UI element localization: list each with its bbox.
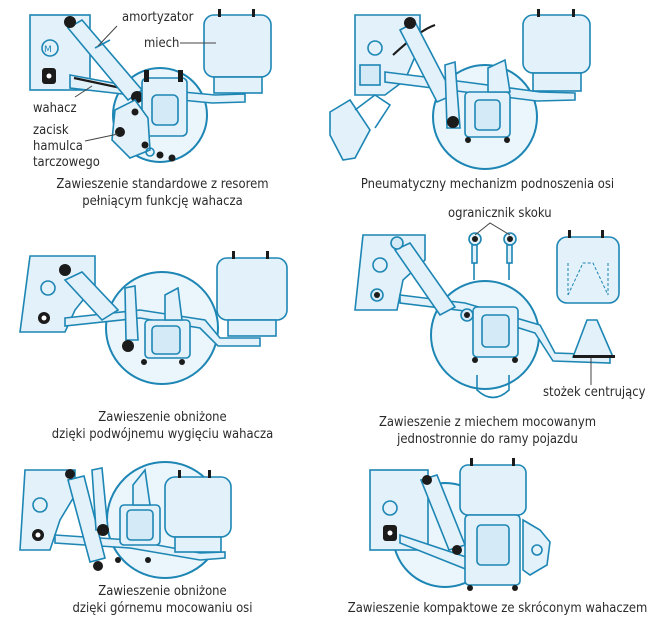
trailing-arm (64, 309, 261, 347)
caption-double-bend-line2: dzięki podwójnemu wygięciu wahacza (51, 426, 274, 442)
label-travel-limiter: ogranicznik skoku (448, 205, 552, 221)
disc-brake-caliper (111, 98, 176, 162)
caption-lift-axle: Pneumatyczny mechanizm podnoszenia osi (360, 176, 615, 192)
label-brake-caliper-line2: hamulca (33, 138, 83, 154)
air-spring-bellows (164, 470, 232, 553)
travel-limiter-right (503, 232, 517, 280)
caption-one-side-bag-line2: jednostronnie do ramy pojazdu (397, 431, 578, 447)
lift-lever (444, 60, 461, 129)
axle-clamp (115, 468, 161, 563)
panel-double-bend: Zawieszenie obniżone dzięki podwójnemu w… (0, 210, 325, 450)
air-spring-bellows (522, 9, 591, 92)
axle-clamp (464, 514, 521, 591)
panel-standard-suspension: M (0, 0, 325, 210)
caption-double-bend-line1: Zawieszenie obniżone (98, 409, 227, 425)
lever-arm (91, 467, 109, 536)
caption-top-mount-line1: Zawieszenie obniżone (98, 583, 227, 599)
caption-compact: Zawieszenie kompaktowe ze skróconym waha… (347, 600, 648, 616)
label-air-bag: miech (144, 35, 180, 51)
shock-absorber (59, 264, 120, 322)
shock-absorber (65, 469, 106, 571)
axle-clamp (141, 70, 188, 137)
axle-clamp (141, 286, 191, 365)
top-mount-drawing (19, 461, 232, 579)
one-side-bag-drawing (354, 222, 620, 399)
travel-limiter-left (468, 232, 482, 280)
compact-drawing (369, 458, 551, 591)
double-bend-drawing (19, 251, 288, 385)
panel-top-mount: Zawieszenie obniżone dzięki górnemu moco… (0, 450, 325, 621)
label-brake-caliper-line3: tarczowego (33, 154, 100, 170)
centering-cone (571, 319, 615, 358)
air-bag-cutaway (556, 230, 620, 304)
panel-lift-axle: Pneumatyczny mechanizm podnoszenia osi (325, 0, 650, 210)
label-shock-absorber: amortyzator (122, 9, 194, 25)
air-spring-bellows (203, 9, 272, 94)
shock-absorber (390, 236, 474, 322)
disc-brake-caliper (522, 518, 551, 576)
travel-limiter-leader (474, 222, 511, 236)
lift-bellows (329, 94, 392, 161)
air-spring-bellows (216, 251, 288, 337)
lift-axle-drawing (329, 9, 591, 170)
label-centering-cone: stożek centrujący (543, 384, 646, 400)
label-trailing-arm: wahacz (33, 100, 77, 116)
caption-top-mount-line2: dzięki górnemu mocowaniu osi (72, 600, 253, 616)
lever-arm (122, 285, 139, 352)
frame-hanger-bracket (19, 469, 76, 551)
panel-compact: Zawieszenie kompaktowe ze skróconym waha… (325, 450, 650, 621)
standard-suspension-drawing: M (29, 9, 272, 163)
caption-standard-line1: Zawieszenie standardowe z resorem (56, 176, 269, 192)
axle-clamp (464, 58, 511, 143)
air-spring-bellows (459, 458, 527, 516)
label-leader-lines (74, 25, 216, 142)
panel-one-side-bag: ogranicznik skoku stożek centrujący Zawi… (325, 195, 650, 450)
label-brake-caliper-line1: zacisk (33, 122, 69, 138)
axle-clamp (472, 306, 519, 399)
caption-one-side-bag-line1: Zawieszenie z miechem mocowanym (378, 414, 597, 430)
svg-text:M: M (44, 45, 52, 55)
caption-standard-line2: pełniącym funkcję wahacza (82, 193, 243, 209)
frame-hanger-bracket (369, 469, 429, 551)
